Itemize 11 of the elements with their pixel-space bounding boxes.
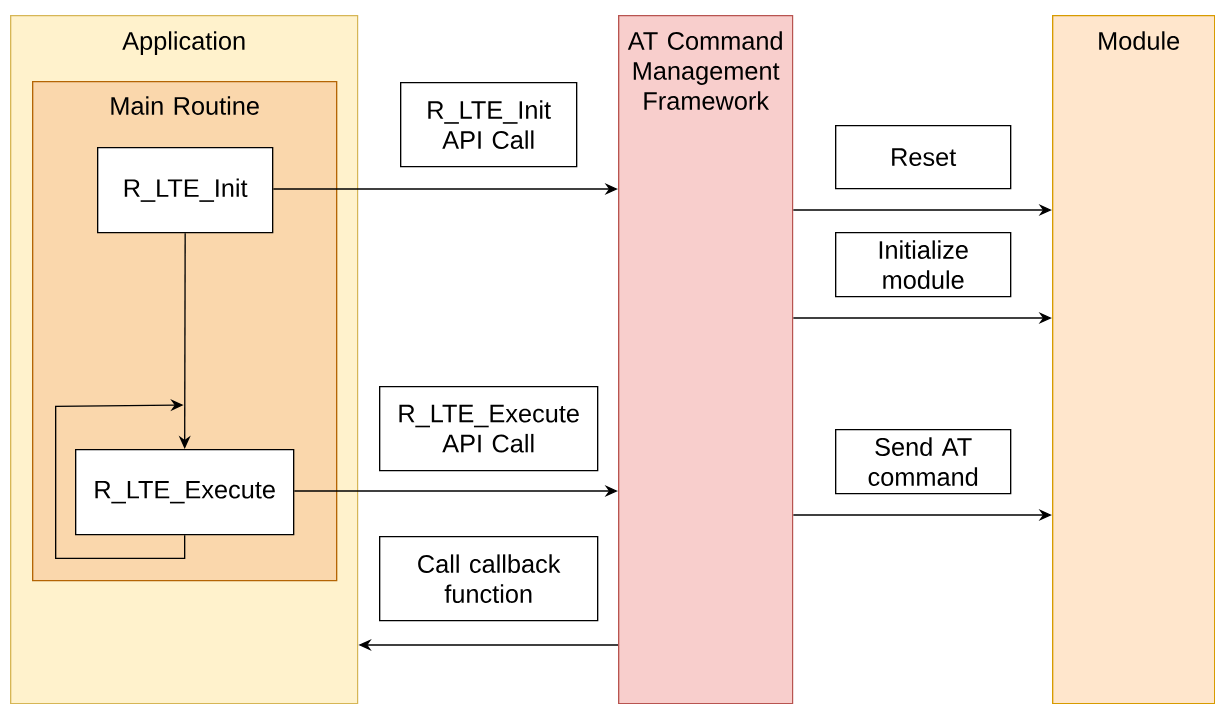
call-label-box: Reset xyxy=(835,125,1012,190)
component-band: Module xyxy=(1052,15,1215,704)
component-band: AT Command Management Framework xyxy=(618,15,794,704)
call-label-box: Call callback function xyxy=(379,536,599,622)
call-label-box: R_LTE_Init API Call xyxy=(400,82,578,168)
process-box: R_LTE_Init xyxy=(97,147,274,234)
arrow xyxy=(55,399,186,559)
call-label-box: Send AT command xyxy=(835,429,1012,495)
call-label-box: Initialize module xyxy=(835,232,1012,298)
process-box: R_LTE_Execute xyxy=(75,449,295,536)
call-label-box: R_LTE_Execute API Call xyxy=(379,386,599,472)
